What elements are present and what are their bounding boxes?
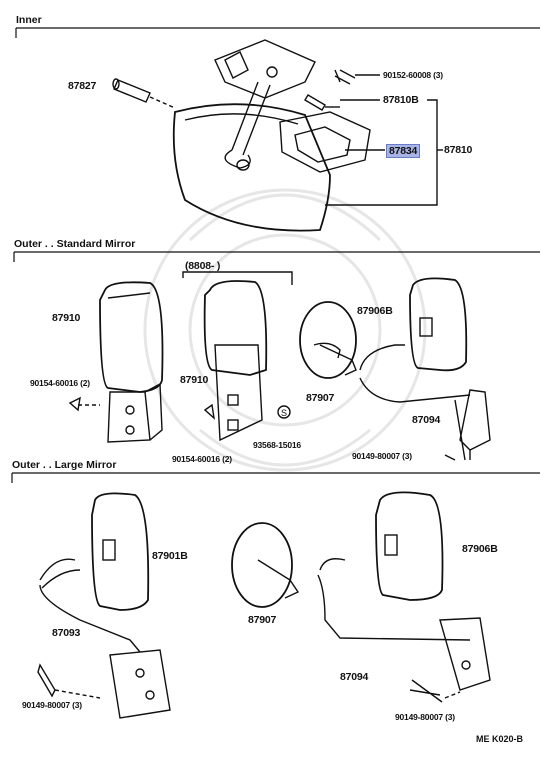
part-label-90149-80007-left[interactable]: 90149-80007 (3) (22, 700, 82, 710)
part-label-87827[interactable]: 87827 (68, 80, 97, 92)
part-label-87907-large[interactable]: 87907 (248, 614, 277, 626)
part-label-87910-bracket[interactable]: 87910 (180, 374, 209, 386)
standard-mirror-assembly: S (68, 271, 491, 461)
part-label-87810[interactable]: 87810 (444, 144, 473, 156)
part-label-8808-bracket[interactable]: (8808- ) (185, 260, 221, 272)
section-title-outer-standard: Outer . . Standard Mirror (14, 238, 136, 250)
part-label-87094-large[interactable]: 87094 (340, 671, 369, 683)
part-label-87094-standard[interactable]: 87094 (412, 414, 441, 426)
part-label-87901b[interactable]: 87901B (152, 550, 188, 562)
part-label-87906b-standard[interactable]: 87906B (357, 305, 393, 317)
part-label-87834-highlighted[interactable]: 87834 (386, 144, 421, 158)
part-label-87907-standard[interactable]: 87907 (306, 392, 335, 404)
large-mirror-assembly (37, 491, 491, 719)
part-label-87910-left[interactable]: 87910 (52, 312, 81, 324)
section-title-inner: Inner (16, 14, 42, 26)
section-title-outer-large: Outer . . Large Mirror (12, 459, 117, 471)
section-brackets (11, 27, 540, 483)
part-label-90149-80007-right[interactable]: 90149-80007 (3) (395, 712, 455, 722)
svg-text:S: S (281, 408, 287, 418)
part-label-90154-60016-bracket[interactable]: 90154-60016 (2) (172, 454, 232, 464)
part-label-93568-15016[interactable]: 93568-15016 (253, 440, 301, 450)
part-label-90152-60008[interactable]: 90152-60008 (3) (383, 70, 443, 80)
inner-mirror-assembly (112, 39, 443, 232)
part-label-87906b-large[interactable]: 87906B (462, 543, 498, 555)
part-label-87093[interactable]: 87093 (52, 627, 81, 639)
part-label-87810b[interactable]: 87810B (383, 94, 419, 106)
part-label-90154-60016-left[interactable]: 90154-60016 (2) (30, 378, 90, 388)
part-label-90149-80007-standard[interactable]: 90149-80007 (3) (352, 451, 412, 461)
watermark-emblem (143, 188, 427, 472)
diagram-code: ME K020-B (476, 734, 524, 744)
